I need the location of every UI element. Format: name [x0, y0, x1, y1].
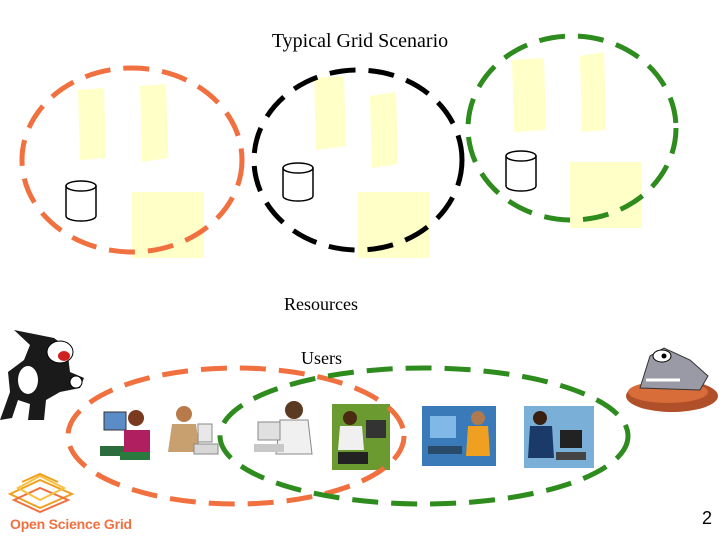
- users-label: Users: [301, 348, 342, 369]
- user-at-computer-icon: [524, 406, 594, 468]
- user-at-computer-icon: [168, 406, 218, 454]
- user-at-computer-icon: [100, 410, 150, 460]
- database-icon: [66, 181, 96, 221]
- resources-label: Resources: [284, 294, 358, 315]
- database-icon: [506, 151, 536, 191]
- cat-cartoon-icon: [0, 330, 84, 420]
- green-site: [468, 36, 676, 228]
- dog-cartoon-icon: [626, 348, 718, 412]
- server-icon: [140, 84, 168, 162]
- page-number: 2: [702, 508, 712, 529]
- server-icon: [580, 52, 606, 132]
- server-icon: [78, 88, 106, 160]
- logo-text: Open Science Grid: [10, 516, 132, 532]
- osg-logo-icon: [10, 474, 72, 512]
- database-icon: [283, 163, 313, 201]
- user-at-computer-icon: [422, 406, 496, 466]
- server-icon: [370, 92, 398, 168]
- user-at-computer-icon: [332, 404, 390, 470]
- black-site: [254, 70, 462, 258]
- orange-site: [22, 68, 242, 258]
- server-icon: [570, 162, 642, 228]
- user-at-computer-icon: [254, 401, 312, 454]
- server-icon: [512, 58, 546, 132]
- server-icon: [314, 76, 346, 150]
